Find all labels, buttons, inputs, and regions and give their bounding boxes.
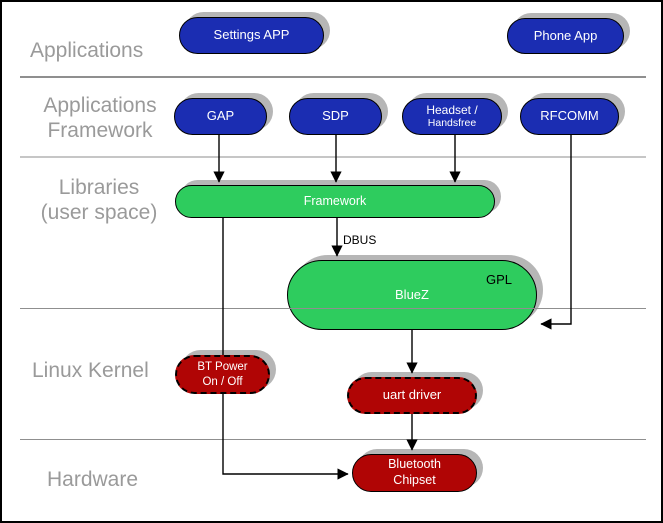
node-uart-driver: uart driver: [347, 377, 477, 414]
node-gap: GAP: [174, 98, 267, 135]
layer-label-text: Hardware: [47, 468, 139, 491]
layer-label-text: Framework: [47, 119, 153, 142]
node-label: GAP: [206, 108, 235, 124]
node-label: Settings APP: [213, 27, 290, 43]
layer-label-text: Applications: [43, 94, 157, 117]
node-settings-app: Settings APP: [179, 17, 324, 54]
node-label: uart driver: [382, 387, 442, 403]
node-label: SDP: [322, 108, 349, 124]
node-label: RFCOMM: [540, 108, 599, 124]
node-headset-handsfree: Headset / Handsfree: [402, 98, 502, 135]
dbus-edge-label: DBUS: [343, 233, 377, 247]
node-label: On / Off: [202, 375, 243, 388]
layer-label-text: (user space): [40, 201, 158, 224]
layer-label-text: Applications: [30, 39, 144, 62]
node-rfcomm: RFCOMM: [520, 98, 619, 135]
node-label: Phone App: [533, 27, 598, 43]
layer-label-libraries-user-space: Libraries (user space): [20, 175, 178, 225]
node-bluetooth-chipset: Bluetooth Chipset: [352, 454, 477, 492]
node-sdp: SDP: [289, 98, 382, 135]
node-label: BT Power: [197, 361, 248, 374]
layer-label-text: Linux Kernel: [32, 359, 149, 382]
edge-rfcomm-bluez: [540, 135, 572, 330]
node-bluez: BlueZ GPL: [287, 260, 537, 330]
layer-label-applications: Applications: [30, 38, 143, 63]
divider-kernel-hardware: [20, 439, 646, 440]
node-label: Handsfree: [427, 117, 477, 130]
gpl-license-tag: GPL: [485, 272, 512, 287]
node-label: BlueZ: [395, 286, 429, 302]
divider-applications: [20, 76, 646, 78]
divider-libraries-kernel: [20, 308, 646, 309]
layer-label-hardware: Hardware: [47, 467, 138, 492]
divider-applications-framework: [20, 156, 646, 158]
edge-btpower-chipset: [222, 394, 349, 480]
node-bt-power-on-off: BT Power On / Off: [175, 355, 270, 394]
node-label: Headset /: [426, 102, 478, 117]
layer-label-linux-kernel: Linux Kernel: [32, 358, 149, 383]
node-label: Framework: [303, 193, 367, 208]
node-phone-app: Phone App: [507, 18, 624, 54]
node-label: Bluetooth: [388, 457, 441, 472]
layer-label-text: Libraries: [58, 176, 140, 199]
node-framework: Framework: [175, 185, 495, 218]
node-label: Chipset: [393, 473, 436, 487]
layer-label-applications-framework: Applications Framework: [26, 93, 174, 143]
